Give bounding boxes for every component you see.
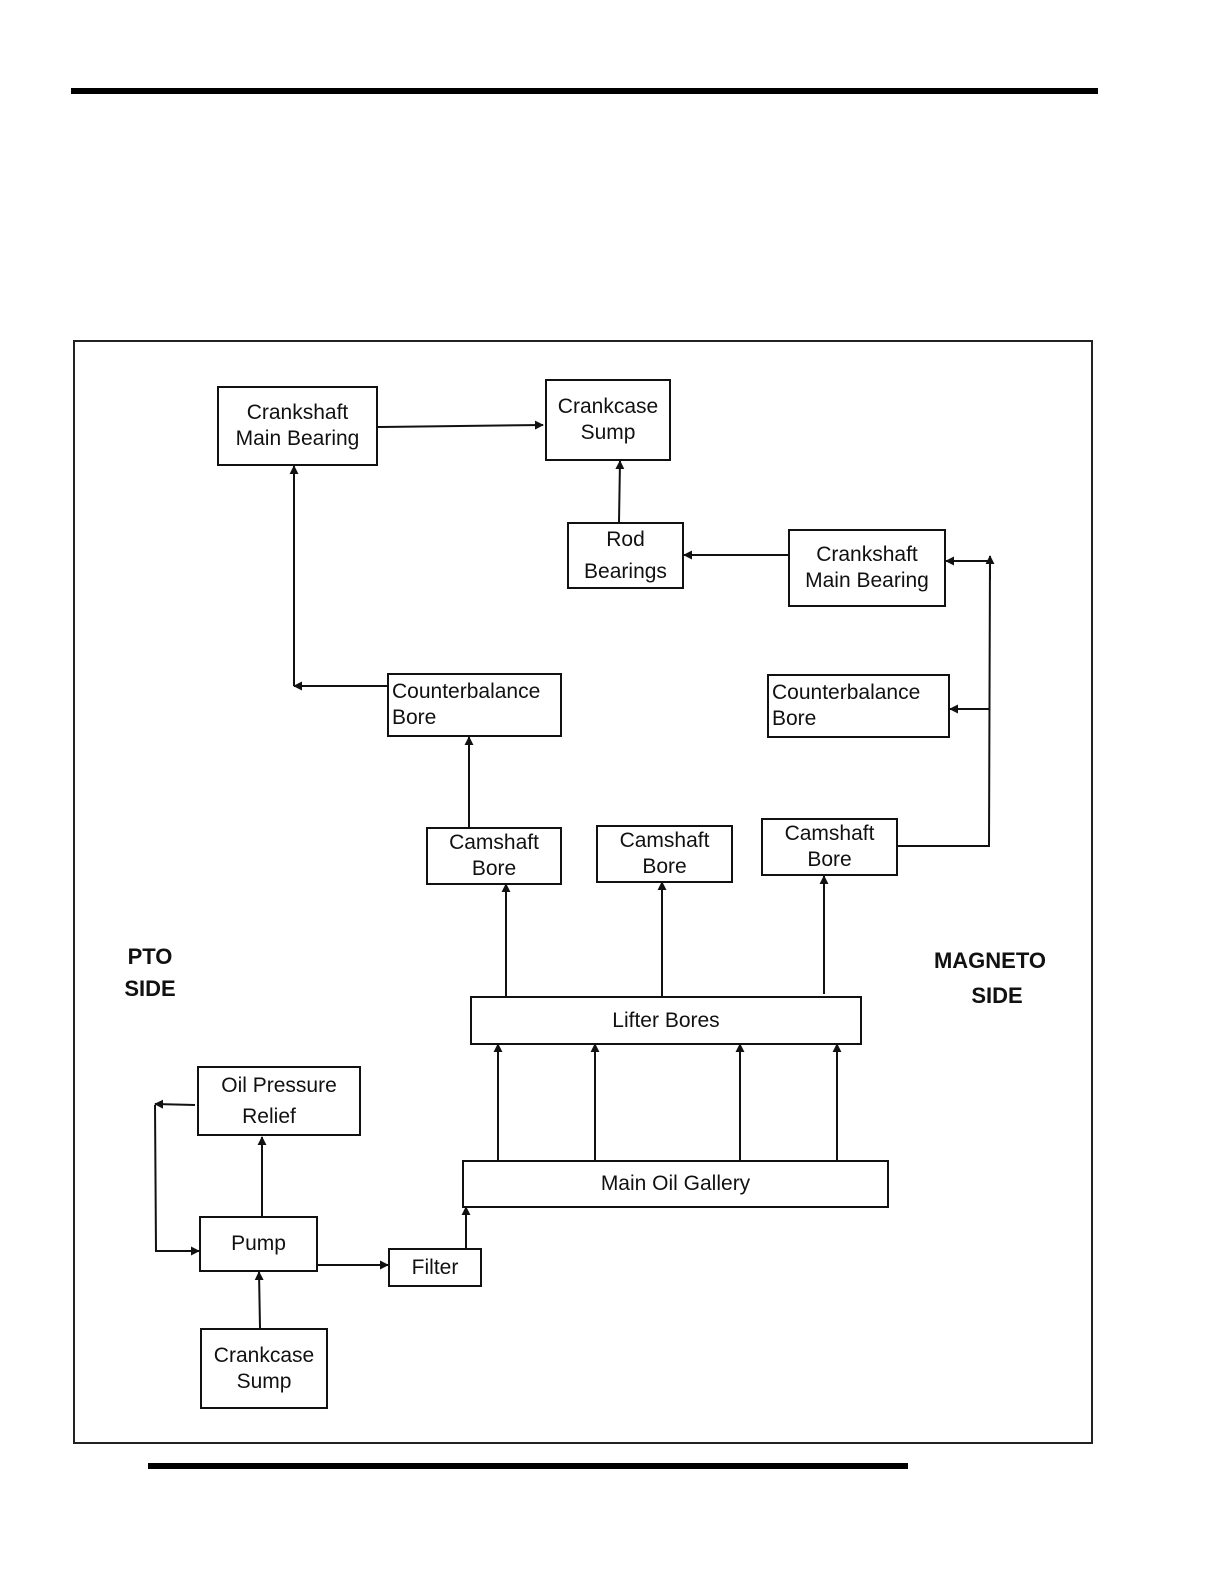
box-oil-pressure-relief: Oil Pressure Relief xyxy=(197,1066,361,1136)
box-label-line1: Oil Pressure xyxy=(221,1073,337,1099)
arrow-main-bearing-to-sump xyxy=(378,425,543,427)
bottom-rule xyxy=(148,1463,908,1469)
arrow-rod-bearings-to-sump xyxy=(619,461,620,522)
box-label-line1: Camshaft xyxy=(785,821,875,847)
arrow-sump-to-pump xyxy=(259,1272,260,1328)
box-filter: Filter xyxy=(388,1248,482,1287)
pto-side-label: PTO SIDE xyxy=(110,941,190,1005)
side-label-line1: MAGNETO xyxy=(920,945,1060,977)
box-label-line2: Main Bearing xyxy=(805,568,929,594)
box-label-line1: Crankcase xyxy=(214,1343,314,1369)
box-label-line2: Bore xyxy=(472,856,516,882)
side-label-line2: SIDE xyxy=(920,980,1060,1012)
box-label: Pump xyxy=(231,1231,286,1257)
box-label-line2: Sump xyxy=(581,420,636,446)
box-pump: Pump xyxy=(199,1216,318,1272)
box-label-line2: Bore xyxy=(392,705,436,731)
box-label-line2: Bore xyxy=(642,854,686,880)
box-label-line2: Relief xyxy=(242,1104,296,1130)
box-label: Lifter Bores xyxy=(612,1008,719,1034)
box-camshaft-bore-1: Camshaft Bore xyxy=(426,827,562,885)
box-label-line2: Bore xyxy=(772,706,816,732)
box-label-line1: Crankshaft xyxy=(247,400,349,426)
box-label-line2: Main Bearing xyxy=(236,426,360,452)
box-label-line1: Rod xyxy=(606,527,645,553)
arrow-relief-to-return xyxy=(155,1104,195,1105)
box-lifter-bores: Lifter Bores xyxy=(470,996,862,1045)
box-crankcase-sump-bottom: Crankcase Sump xyxy=(200,1328,328,1409)
box-main-oil-gallery: Main Oil Gallery xyxy=(462,1160,889,1208)
box-crankshaft-main-bearing-mag: Crankshaft Main Bearing xyxy=(788,529,946,607)
magneto-side-label: MAGNETO SIDE xyxy=(920,945,1060,1012)
box-label-line1: Counterbalance xyxy=(392,679,540,705)
box-camshaft-bore-3: Camshaft Bore xyxy=(761,818,898,876)
line-return-loop xyxy=(155,1105,178,1251)
box-label-line1: Crankshaft xyxy=(816,542,918,568)
side-label-line1: PTO xyxy=(110,941,190,973)
box-label: Filter xyxy=(412,1255,459,1281)
box-rod-bearings: Rod Bearings xyxy=(567,522,684,589)
box-camshaft-bore-2: Camshaft Bore xyxy=(596,825,733,883)
box-label-line2: Bore xyxy=(807,847,851,873)
side-label-line2: SIDE xyxy=(110,973,190,1005)
box-label-line1: Camshaft xyxy=(620,828,710,854)
box-label-line1: Counterbalance xyxy=(772,680,920,706)
box-label-line1: Camshaft xyxy=(449,830,539,856)
box-label-line2: Sump xyxy=(237,1369,292,1395)
box-counterbalance-bore-pto: Counterbalance Bore xyxy=(387,673,562,737)
box-label-line2: Bearings xyxy=(584,559,667,585)
box-label-line1: Crankcase xyxy=(558,394,658,420)
box-crankcase-sump-top: Crankcase Sump xyxy=(545,379,671,461)
box-counterbalance-bore-mag: Counterbalance Bore xyxy=(767,674,950,738)
box-label: Main Oil Gallery xyxy=(601,1171,750,1197)
box-crankshaft-main-bearing-pto: Crankshaft Main Bearing xyxy=(217,386,378,466)
